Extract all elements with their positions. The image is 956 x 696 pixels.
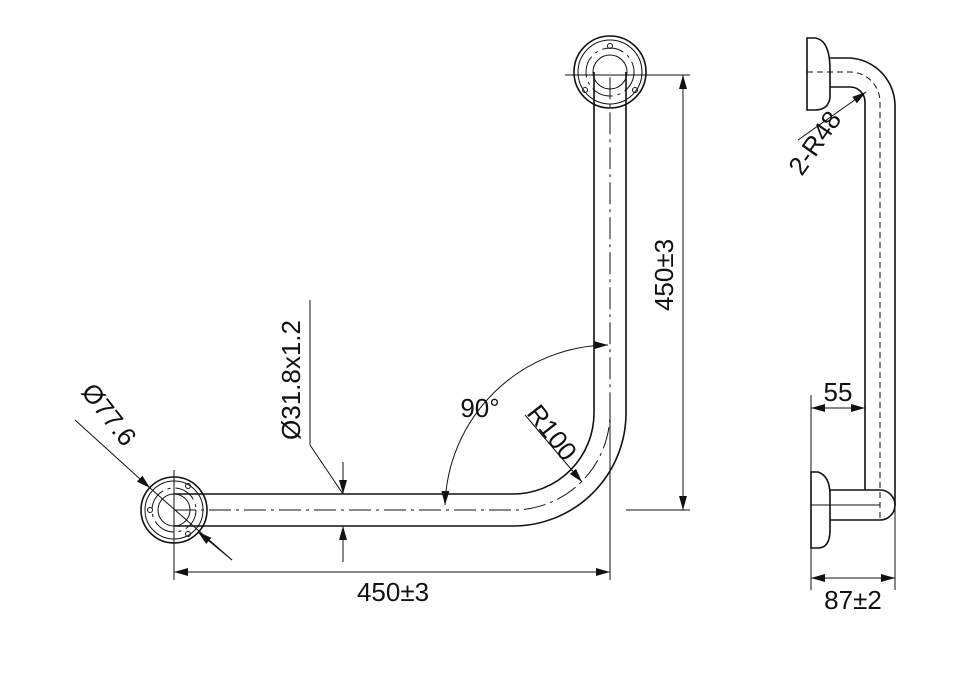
screw-hole-icon (185, 531, 191, 537)
side-bend-radius-label: 2-R48 (782, 105, 847, 180)
dimension-flange-diameter: Ø77.6 (74, 377, 233, 561)
screw-hole-icon (147, 507, 153, 513)
front-view: 450±3 450±3 Ø31.8x1.2 Ø77.6 90° R100 (74, 35, 690, 607)
top-flange (565, 35, 690, 109)
vertical-length-label: 450±3 (649, 239, 679, 311)
side-tube-outer (830, 57, 896, 505)
angle-label: 90° (460, 393, 499, 423)
dimension-angle: 90° (441, 341, 609, 506)
dimension-horizontal: 450±3 (173, 413, 611, 607)
screw-hole-icon (185, 483, 191, 489)
tube-diameter-label: Ø31.8x1.2 (276, 320, 306, 440)
bottom-flange-side (810, 471, 831, 549)
screw-hole-icon (582, 87, 588, 93)
dimension-tube-diameter: Ø31.8x1.2 (276, 300, 347, 562)
screw-hole-icon (607, 43, 613, 49)
horizontal-length-label: 450±3 (357, 577, 429, 607)
screw-hole-icon (632, 87, 638, 93)
side-tube-inner (830, 86, 866, 490)
wall-offset-label: 55 (824, 377, 853, 407)
dimension-vertical: 450±3 (649, 75, 687, 510)
dimension-bend-radius: R100 (521, 399, 583, 483)
bend-radius-label: R100 (521, 399, 583, 466)
side-view: 55 87±2 2-R48 (782, 37, 896, 615)
flange-diameter-label: Ø77.6 (75, 377, 142, 451)
tube (174, 72, 690, 527)
projection-label: 87±2 (824, 585, 882, 615)
top-flange-side (806, 37, 831, 111)
